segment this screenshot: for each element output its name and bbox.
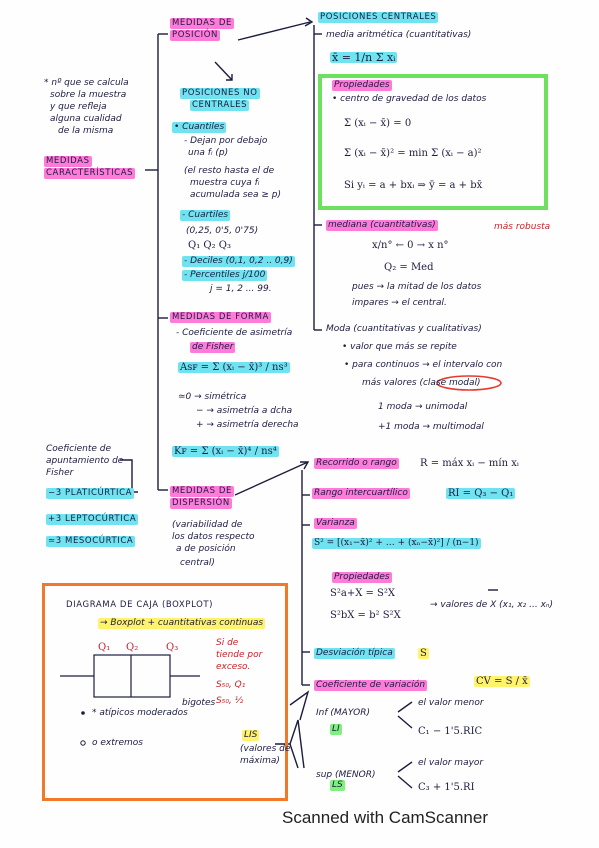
bp-c3: C₃ + 1'5.RI — [418, 782, 475, 793]
bp-legend-1: * atípicos moderados — [92, 708, 188, 718]
bp-ls: LS — [330, 780, 345, 791]
central-title: POSICIONES CENTRALES — [318, 12, 439, 23]
prop-4: Si yᵢ = a + bxᵢ ⇒ ȳ = a + bx̄ — [344, 180, 483, 191]
forma-line-3: ≃0 → simétrica — [178, 392, 247, 402]
kf-formula: Kꜰ = Σ (xᵢ − x̄)⁴ / ns⁴ — [172, 446, 279, 457]
scanner-footer: Scanned with CamScanner — [282, 808, 489, 827]
recorrido: Recorrido o rango — [314, 458, 399, 469]
boxplot-drawing — [60, 654, 200, 698]
moda-line-1: • valor que más se repite — [342, 342, 457, 352]
cv-f: CV = S / x̄ — [474, 676, 530, 687]
prop-2: Σ (xᵢ − x̄) = 0 — [344, 118, 412, 129]
cv: Coeficiente de variación — [314, 680, 428, 691]
ric-f: RI = Q₃ − Q₁ — [446, 488, 516, 499]
moda-line-2: • para continuos → el intervalo con — [344, 360, 503, 370]
moda-line-3: más valores (clase modal) — [362, 378, 481, 388]
disp-title-2: DISPERSIÓN — [170, 498, 232, 509]
root-title-2: CARACTERÍSTICAS — [44, 168, 136, 179]
bp-q1: Q₁ — [98, 642, 111, 653]
bp-valor-menor: el valor menor — [418, 698, 484, 708]
bp-inf: Inf (MAYOR) — [316, 708, 371, 718]
var-prop-3: → valores de X (x₁, x₂ ... xₙ) — [430, 600, 554, 610]
varianza: Varianza — [314, 518, 357, 529]
root-title: MEDIDAS — [44, 156, 92, 167]
bp-sup: sup (MENOR) — [316, 770, 376, 780]
bp-red-1: Si de — [216, 638, 239, 648]
bp-lis: LIS — [242, 730, 260, 741]
kurt-2: +3 LEPTOCÚRTICA — [46, 514, 139, 525]
bp-red-5: S₅₀, ½ — [216, 696, 244, 706]
apunt-1: Coeficiente de — [46, 444, 112, 454]
forma-line-5: + → asimetría derecha — [196, 420, 299, 430]
bp-q3: Q₃ — [166, 642, 179, 653]
apunt-3: Fisher — [46, 468, 74, 478]
desv-s: S — [418, 648, 429, 659]
desv: Desviación típica — [314, 648, 395, 659]
boxplot-frame — [42, 583, 288, 801]
boxplot-title: DIAGRAMA DE CAJA (BOXPLOT) — [66, 600, 214, 610]
forma-line-1: - Coeficiente de asimetría — [176, 328, 293, 338]
bp-q2: Q₂ — [126, 642, 139, 653]
mediana-line-4: impares → el central. — [352, 298, 447, 308]
disp-desc-3: a de posición — [176, 544, 236, 554]
noncentral-title-2: CENTRALES — [190, 100, 250, 111]
mediana-line-1: x/n° ← 0 → x n° — [372, 240, 449, 251]
boxplot-sub: → Boxplot + cuantitativas continuas — [98, 618, 266, 629]
properties-box — [318, 74, 548, 210]
disp-desc-4: central) — [180, 558, 215, 568]
bp-li: LI — [330, 724, 342, 735]
position-title: MEDIDAS DE — [170, 18, 234, 29]
media-formula: x̄ = 1/n Σ xᵢ — [330, 51, 398, 64]
bp-bigotes: bigotes — [182, 698, 216, 708]
apunt-2: apuntamiento de — [46, 456, 124, 466]
bp-lis-note-1: (valores de — [240, 744, 291, 754]
prop-3: Σ (xᵢ − x̄)² = min Σ (xᵢ − a)² — [344, 148, 482, 159]
mediana-line-2: Q₂ = Med — [384, 262, 434, 273]
prop-1: • centro de gravedad de los datos — [332, 94, 487, 104]
recorrido-f: R = máx xᵢ − mín xᵢ — [420, 458, 519, 469]
position-title-2: POSICIÓN — [170, 30, 221, 41]
mas-robusta: más robusta — [494, 222, 551, 232]
var-prop-1: S²a+X = S²X — [330, 588, 396, 599]
kurt-3: ≃3 MESOCÚRTICA — [46, 536, 136, 547]
bp-lis-note-2: máxima) — [240, 756, 280, 766]
bp-legend-2: o extremos — [92, 738, 143, 748]
moda-line-4: 1 moda → unimodal — [378, 402, 468, 412]
bp-c1: C₁ − 1'5.RIC — [418, 726, 483, 737]
kurt-1: −3 PLATICÚRTICA — [46, 488, 135, 499]
mediana-label: mediana (cuantitativas) — [326, 220, 438, 231]
forma-line-4: − → asimetría a dcha — [196, 406, 293, 416]
media-label: media aritmética (cuantitativas) — [326, 30, 472, 40]
disp-title: MEDIDAS DE — [170, 486, 234, 497]
bp-red-3: exceso. — [216, 662, 251, 672]
bp-red-2: tiende por — [216, 650, 263, 660]
moda-line-5: +1 moda → multimodal — [378, 422, 484, 432]
noncentral-title: POSICIONES NO — [180, 88, 260, 99]
moda-label: Moda (cuantitativas y cualitativas) — [326, 324, 482, 334]
bp-valor-mayor: el valor mayor — [418, 758, 484, 768]
mediana-line-3: pues → la mitad de los datos — [352, 282, 482, 292]
bp-red-4: S₅₀, Q₁ — [216, 680, 246, 690]
forma-title: MEDIDAS DE FORMA — [170, 312, 271, 323]
disp-desc-2: los datos respecto — [172, 532, 255, 542]
var-props-title: Propiedades — [332, 572, 392, 583]
disp-desc-1: (variabilidad de — [172, 520, 243, 530]
props-title: Propiedades — [332, 80, 392, 91]
var-f: S² = [(x₁−x̄)² + … + (xₙ−x̄)²] / (n−1) — [312, 538, 481, 549]
forma-line-2: de Fisher — [190, 342, 236, 353]
ric: Rango intercuartílico — [312, 488, 410, 499]
var-prop-2: S²bX = b² S²X — [330, 610, 401, 621]
as-formula: Asꜰ = Σ (xᵢ − x̄)³ / ns³ — [178, 362, 290, 373]
